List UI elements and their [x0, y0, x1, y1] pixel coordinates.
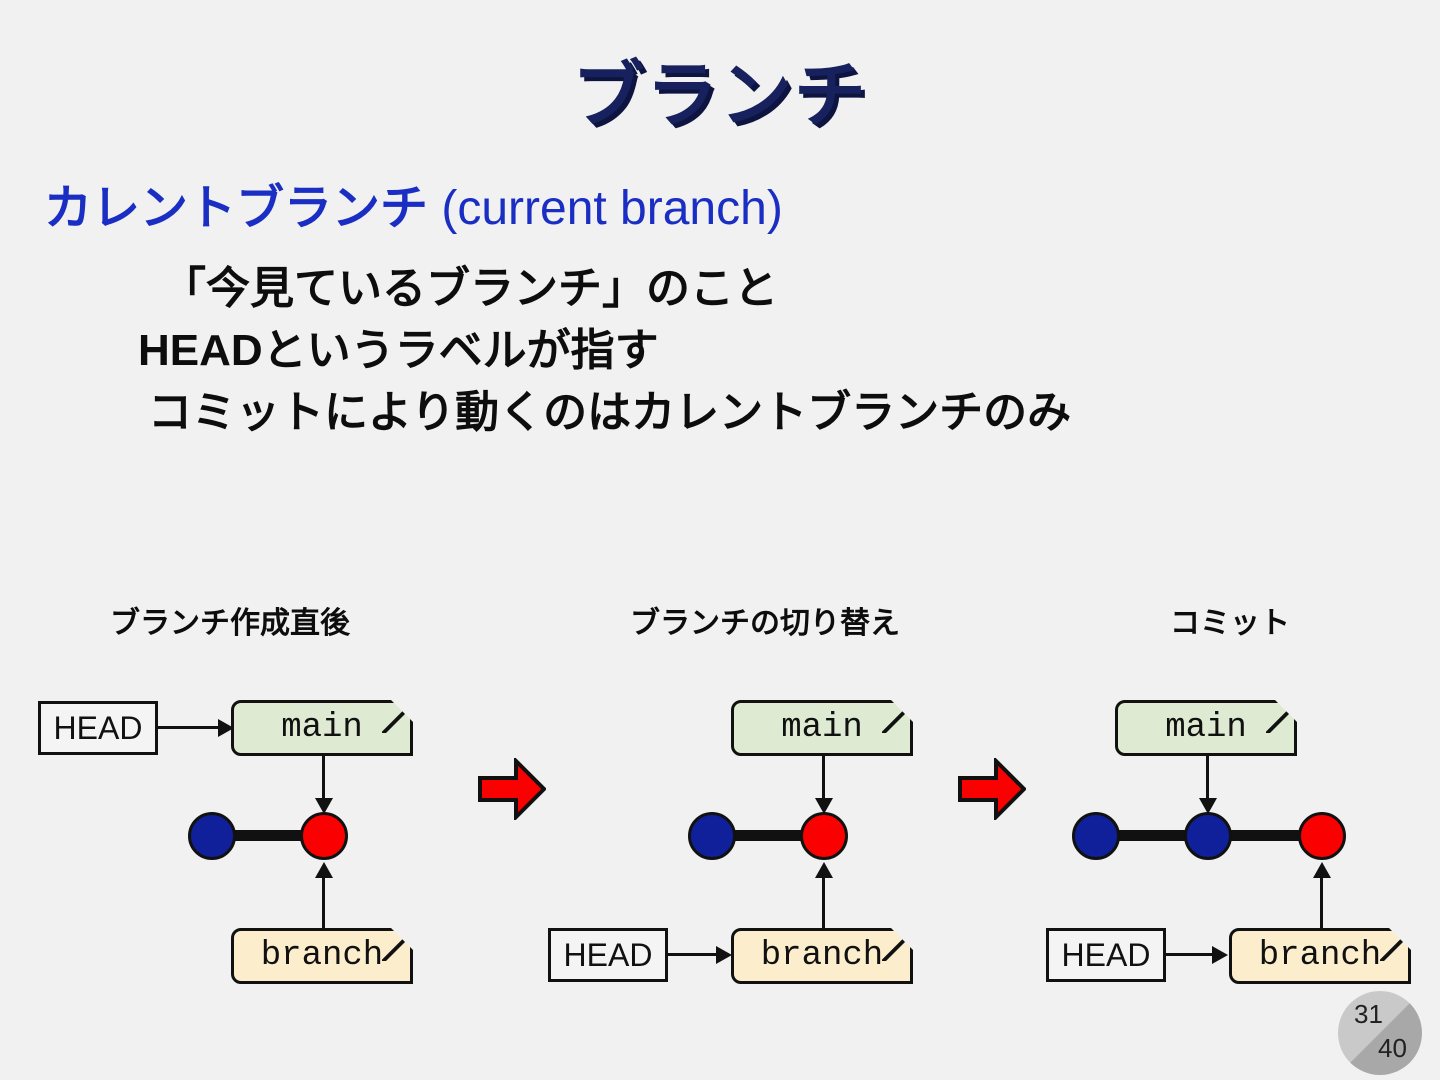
head-to-main-arrow-line-1 — [158, 726, 220, 729]
main-to-commit-arrow-line-2 — [822, 756, 825, 808]
branch-to-commit-arrow-head-2 — [815, 862, 833, 878]
commit-node-blue-2a[interactable] — [688, 812, 736, 860]
commit-link-1 — [210, 830, 325, 841]
commit-node-red-3c[interactable] — [1298, 812, 1346, 860]
commit-link-3a — [1095, 830, 1210, 841]
head-box-1[interactable]: HEAD — [38, 701, 158, 755]
page-number-current: 31 — [1354, 999, 1383, 1029]
main-tag-1[interactable]: main — [231, 700, 413, 756]
branch-tag-1[interactable]: branch — [231, 928, 413, 984]
head-to-branch-arrow-head-3 — [1212, 946, 1228, 964]
body-line-1: 「今見ているブランチ」のこと — [162, 264, 778, 313]
panel-header-3: コミット — [1170, 607, 1290, 640]
branch-to-commit-arrow-line-1 — [322, 872, 325, 930]
commit-node-blue-1a[interactable] — [188, 812, 236, 860]
head-to-branch-arrow-line-2 — [668, 953, 720, 956]
panel-header-2: ブランチの切り替え — [630, 607, 900, 640]
branch-to-commit-arrow-head-3 — [1313, 862, 1331, 878]
branch-to-commit-arrow-line-2 — [822, 872, 825, 930]
commit-node-red-2b[interactable] — [800, 812, 848, 860]
head-to-branch-arrow-head-2 — [716, 946, 732, 964]
subtitle-japanese: カレントブランチ — [44, 182, 442, 235]
subtitle: カレントブランチ (current branch) — [44, 168, 783, 238]
branch-to-commit-arrow-head-1 — [315, 862, 333, 878]
main-to-commit-arrow-head-1 — [315, 798, 333, 814]
branch-tag-3[interactable]: branch — [1229, 928, 1411, 984]
main-tag-3[interactable]: main — [1115, 700, 1297, 756]
main-to-commit-arrow-line-3 — [1206, 756, 1209, 808]
page-title: ブランチ — [571, 56, 868, 136]
body-text: 「今見ているブランチ」のこと HEADというラベルが指す コミットにより動くのは… — [130, 258, 1071, 444]
commit-node-red-1b[interactable] — [300, 812, 348, 860]
head-to-branch-arrow-line-3 — [1166, 953, 1216, 956]
commit-node-blue-3b[interactable] — [1184, 812, 1232, 860]
commit-link-2 — [710, 830, 825, 841]
commit-link-3b — [1208, 830, 1320, 841]
commit-node-blue-3a[interactable] — [1072, 812, 1120, 860]
main-to-commit-arrow-line-1 — [322, 756, 325, 808]
body-line-3: コミットにより動くのはカレントブランチのみ — [148, 388, 1072, 437]
page-number-badge: 31 40 — [1338, 991, 1422, 1075]
head-to-main-arrow-head-1 — [218, 719, 234, 737]
red-right-arrow-icon-1 — [478, 756, 547, 822]
main-to-commit-arrow-head-3 — [1199, 798, 1217, 814]
red-right-arrow-icon-2 — [958, 756, 1027, 822]
body-line-2: HEADというラベルが指す — [138, 326, 659, 375]
head-box-3[interactable]: HEAD — [1046, 928, 1166, 982]
head-box-2[interactable]: HEAD — [548, 928, 668, 982]
main-to-commit-arrow-head-2 — [815, 798, 833, 814]
page-number-total: 40 — [1378, 1033, 1407, 1063]
subtitle-english: (current branch) — [441, 182, 783, 235]
branch-to-commit-arrow-line-3 — [1320, 872, 1323, 930]
panel-header-1: ブランチ作成直後 — [110, 607, 350, 640]
branch-tag-2[interactable]: branch — [731, 928, 913, 984]
main-tag-2[interactable]: main — [731, 700, 913, 756]
